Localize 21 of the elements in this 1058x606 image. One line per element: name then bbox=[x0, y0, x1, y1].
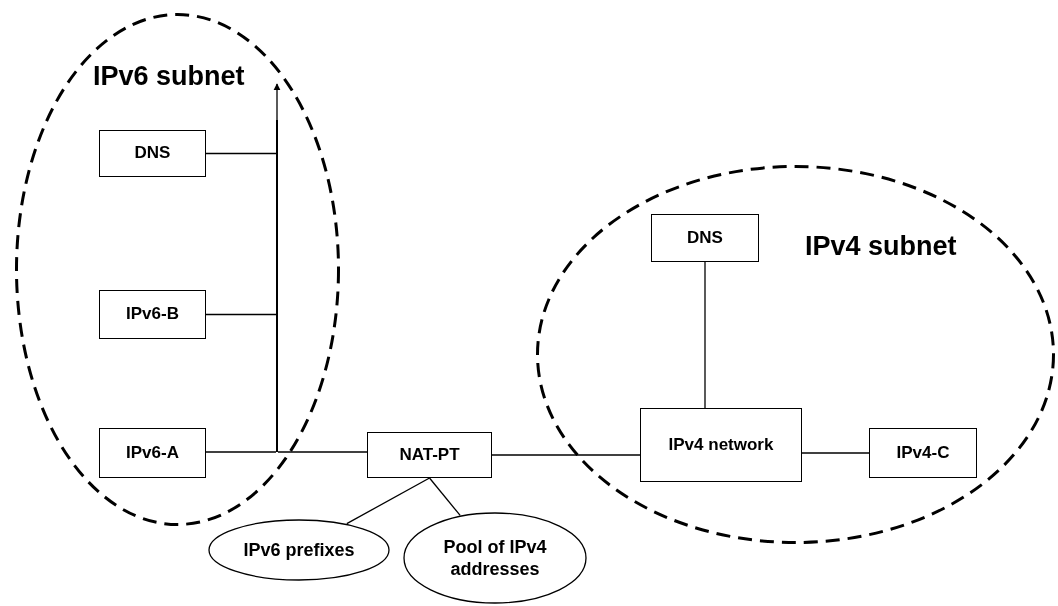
ellipse-label: Pool of IPv4 addresses bbox=[442, 535, 548, 581]
subnet-heading: IPv6 subnet bbox=[93, 63, 245, 90]
arrow bbox=[273, 83, 281, 121]
server-box: DNS bbox=[99, 130, 206, 177]
connector-line bbox=[277, 451, 368, 453]
network-box: IPv4 network bbox=[640, 408, 802, 482]
host-box: IPv4-C bbox=[869, 428, 977, 478]
connector-line bbox=[205, 313, 277, 316]
connector-line bbox=[346, 477, 431, 525]
host-box: IPv6-A bbox=[99, 428, 206, 478]
connector-line bbox=[428, 477, 461, 517]
gateway-box: NAT-PT bbox=[367, 432, 492, 478]
connector-line bbox=[205, 152, 277, 155]
subnet-heading: IPv4 subnet bbox=[805, 233, 957, 260]
connector-line bbox=[491, 454, 641, 456]
connector-line bbox=[205, 451, 277, 453]
host-box: IPv6-B bbox=[99, 290, 206, 339]
server-box: DNS bbox=[651, 214, 759, 262]
ellipse-label: IPv6 prefixes bbox=[243, 538, 355, 562]
connector-line bbox=[801, 452, 870, 454]
connector-line bbox=[704, 261, 706, 409]
